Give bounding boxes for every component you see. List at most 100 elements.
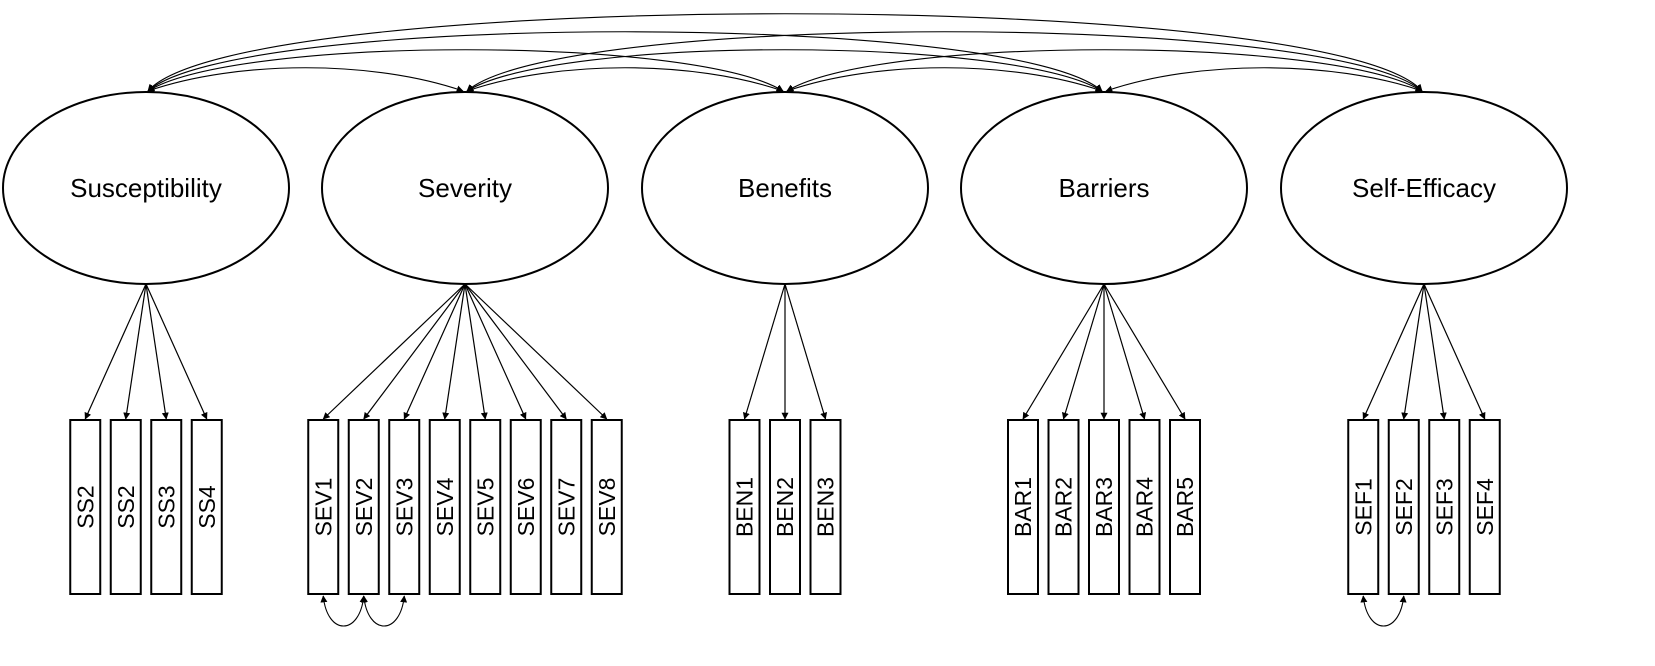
factor-covariance-arrow [147,67,464,93]
indicator-box [190,419,223,595]
indicator-bar3: BAR3 [1088,419,1120,595]
factor-covariance-arrow [1105,67,1423,93]
indicator-box [728,419,761,595]
factor-covariance-layer [147,13,1423,93]
indicator-ss2: SS2 [109,419,142,595]
factor-severity: Severity [321,91,609,285]
indicator-box [509,419,542,595]
indicator-label: SS3 [153,485,179,528]
indicator-box [388,419,421,595]
loading-arrow [403,283,466,420]
loading-arrow [1423,283,1486,420]
indicator-label: SS4 [194,485,220,529]
loading-arrow [784,283,828,420]
loading-arrow [1022,283,1105,420]
indicator-box [1007,419,1039,595]
factor-barriers: Barriers [960,91,1248,285]
indicator-box [347,419,380,595]
indicator-box [1047,419,1080,595]
indicator-box [109,419,142,595]
factor-covariance-arrow [147,49,784,92]
loading-arrow [742,283,786,420]
indicator-bar1: BAR1 [1007,419,1039,595]
indicator-box [1347,419,1380,595]
indicator-label: SEV4 [432,477,458,536]
indicator-sef4: SEF4 [1468,419,1501,595]
indicator-label: SS2 [72,485,98,528]
indicator-label: SEV2 [351,478,377,537]
factor-benefits: Benefits [641,91,929,285]
factor-covariance-arrow [786,49,1423,92]
indicator-box [1387,419,1420,595]
indicator-box [1088,419,1120,595]
indicator-label: SEF3 [1431,478,1457,536]
factor-ellipse [641,91,929,285]
indicator-label: SEF2 [1391,478,1417,536]
loading-arrow [464,283,488,420]
indicator-label: SEV5 [472,478,498,537]
indicator-box [469,419,502,595]
loading-arrow [442,283,466,420]
indicator-ss3: SS3 [150,419,183,595]
factor-covariance-arrow [147,13,1423,92]
loading-arrow [145,283,169,420]
indicator-ben3: BEN3 [809,419,842,595]
factor-ellipse [321,91,609,285]
indicator-label: BAR4 [1132,477,1158,537]
indicator-label: SEV6 [513,478,539,537]
error-covariance-arrow [360,595,408,627]
loading-arrow [1103,283,1147,420]
indicator-box [1128,419,1161,595]
indicator-box [69,419,102,595]
loading-arrow [1401,283,1425,420]
factor-loading-layer [84,283,1486,420]
indicator-label: BAR1 [1010,477,1036,537]
indicator-box [769,419,801,595]
indicator-sev6: SEV6 [509,419,542,595]
indicator-box [428,419,461,595]
indicator-ben2: BEN2 [769,419,801,595]
loading-arrow [1061,283,1105,420]
indicator-bar5: BAR5 [1169,419,1201,595]
loading-arrow [363,283,466,420]
factor-covariance-arrow [147,31,1103,92]
loading-arrow [145,283,208,420]
indicator-box [1428,419,1461,595]
factor-covariance-arrow [786,67,1103,93]
indicator-box [150,419,183,595]
indicator-sev8: SEV8 [590,419,623,595]
loading-arrow [123,283,147,420]
indicator-box [809,419,842,595]
loading-arrow [84,283,147,420]
loading-arrow [464,283,567,420]
factor-covariance-arrow [466,31,1423,92]
indicator-label: SEV7 [553,478,579,537]
indicator-box [1468,419,1501,595]
error-covariance-arrow [320,595,367,627]
indicator-label: SEF4 [1472,478,1498,536]
indicator-box [307,419,340,595]
loading-arrow [464,283,527,420]
error-covariance-arrow [1360,595,1407,627]
factor-covariance-arrow [466,67,784,93]
factor-label: Self-Efficacy [1352,173,1496,203]
indicator-sef1: SEF1 [1347,419,1380,595]
indicator-sef2: SEF2 [1387,419,1420,595]
indicator-sev4: SEV4 [428,419,461,595]
indicator-bar2: BAR2 [1047,419,1080,595]
indicator-label: BAR2 [1051,477,1077,537]
factor-self-efficacy: Self-Efficacy [1280,91,1568,285]
factor-label: Benefits [738,173,832,203]
error-covariance-layer [320,595,1407,627]
indicator-label: SEF1 [1350,478,1376,536]
factor-label: Susceptibility [70,173,222,203]
indicator-label: SS2 [113,485,139,528]
indicator-sev3: SEV3 [388,419,421,595]
loading-arrow [1362,283,1425,420]
factor-susceptibility: Susceptibility [2,91,290,285]
indicator-sev2: SEV2 [347,419,380,595]
indicator-label: BAR5 [1172,477,1198,537]
indicator-ben1: BEN1 [728,419,761,595]
loading-arrow [1423,283,1447,420]
factor-ellipse [960,91,1248,285]
